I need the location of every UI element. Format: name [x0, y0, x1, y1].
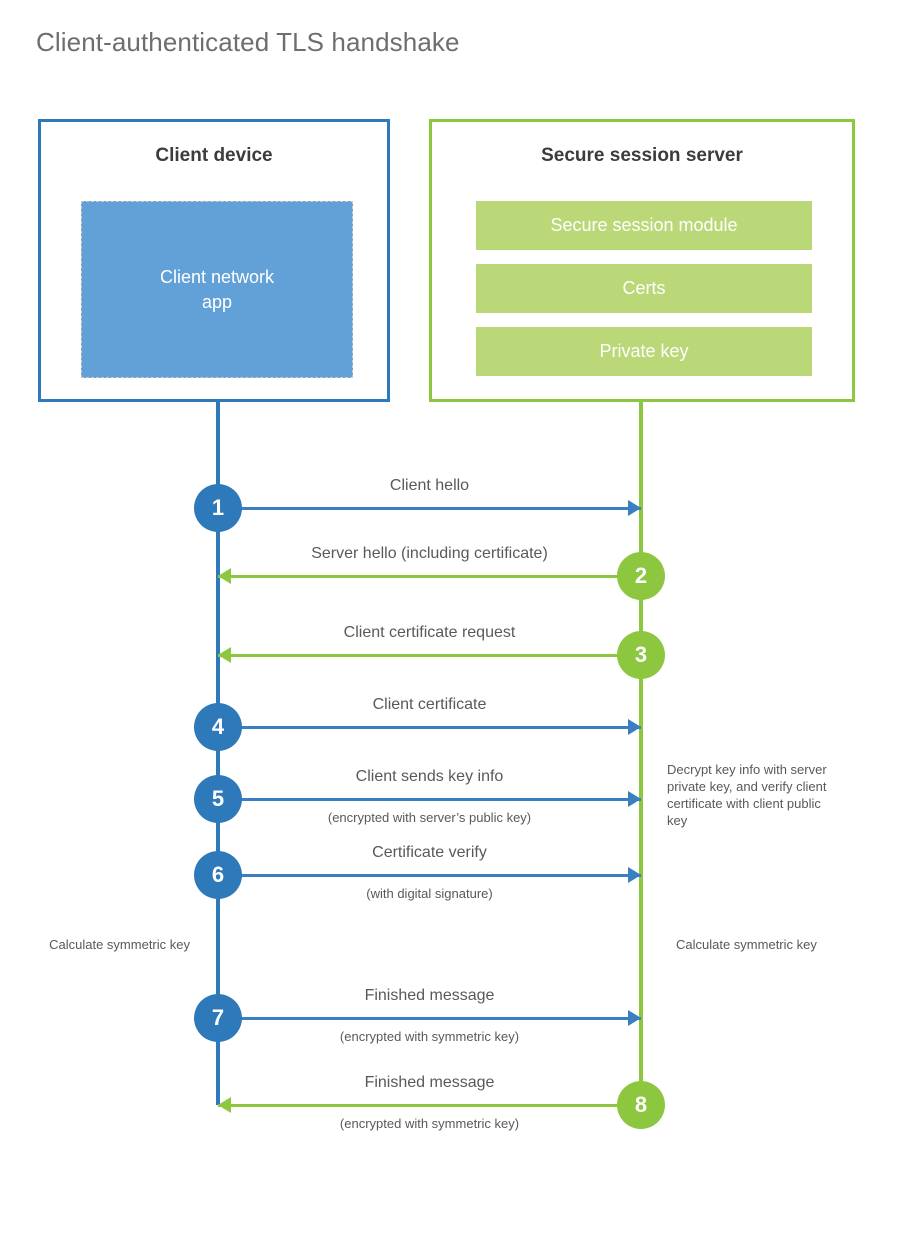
step-circle-1[interactable]: 1 [194, 484, 242, 532]
step-circle-5[interactable]: 5 [194, 775, 242, 823]
server-module-label: Secure session module [550, 215, 738, 235]
message-arrowhead [628, 1010, 641, 1026]
server-lifeline [639, 401, 643, 1105]
message-label: Finished message [364, 987, 495, 1004]
message-label: Client certificate request [343, 624, 516, 641]
step-circle-8[interactable]: 8 [617, 1081, 665, 1129]
message-arrowhead [218, 647, 231, 663]
message-arrow-line [218, 726, 641, 729]
message-arrow-line [218, 874, 641, 877]
step-circle-2[interactable]: 2 [617, 552, 665, 600]
note-decrypt-key-info: Decrypt key info with server private key… [667, 762, 827, 828]
message-arrowhead [628, 719, 641, 735]
secure-session-server-title: Secure session server [541, 145, 743, 166]
message-label: Client sends key info [355, 768, 504, 785]
message-arrowhead [628, 791, 641, 807]
step-circle-4[interactable]: 4 [194, 703, 242, 751]
secure-session-server-box: Secure session server Secure session mod… [429, 119, 855, 402]
message-arrowhead [218, 1097, 231, 1113]
message-arrow-line [218, 798, 641, 801]
message-sublabel: (encrypted with symmetric key) [339, 1029, 520, 1044]
server-module-certs: Certs [476, 264, 812, 313]
note-calculate-symmetric-key-server: Calculate symmetric key [676, 937, 817, 952]
message-label: Client hello [389, 477, 470, 494]
message-arrowhead [628, 867, 641, 883]
message-arrow-line [218, 575, 641, 578]
step-circle-6[interactable]: 6 [194, 851, 242, 899]
message-sublabel: (with digital signature) [366, 886, 493, 901]
message-label: Server hello (including certificate) [311, 545, 548, 562]
message-sublabel: (encrypted with symmetric key) [339, 1116, 520, 1131]
server-module-private-key: Private key [476, 327, 812, 376]
message-arrowhead [628, 500, 641, 516]
message-label: Finished message [364, 1074, 495, 1091]
server-module-secure-session-module: Secure session module [476, 201, 812, 250]
message-arrow-line [218, 1104, 641, 1107]
client-device-title: Client device [155, 145, 273, 166]
message-arrowhead [218, 568, 231, 584]
step-circle-3[interactable]: 3 [617, 631, 665, 679]
message-label: Certificate verify [372, 844, 487, 861]
message-sublabel: (encrypted with server’s public key) [327, 810, 532, 825]
message-label: Client certificate [372, 696, 487, 713]
message-arrow-line [218, 507, 641, 510]
message-arrow-line [218, 654, 641, 657]
server-module-label: Private key [599, 341, 689, 361]
server-module-label: Certs [622, 278, 666, 298]
page-title: Client-authenticated TLS handshake [36, 27, 460, 57]
client-lifeline [216, 401, 220, 1105]
note-calculate-symmetric-key-client: Calculate symmetric key [49, 937, 190, 952]
message-arrow-line [218, 1017, 641, 1020]
step-circle-7[interactable]: 7 [194, 994, 242, 1042]
